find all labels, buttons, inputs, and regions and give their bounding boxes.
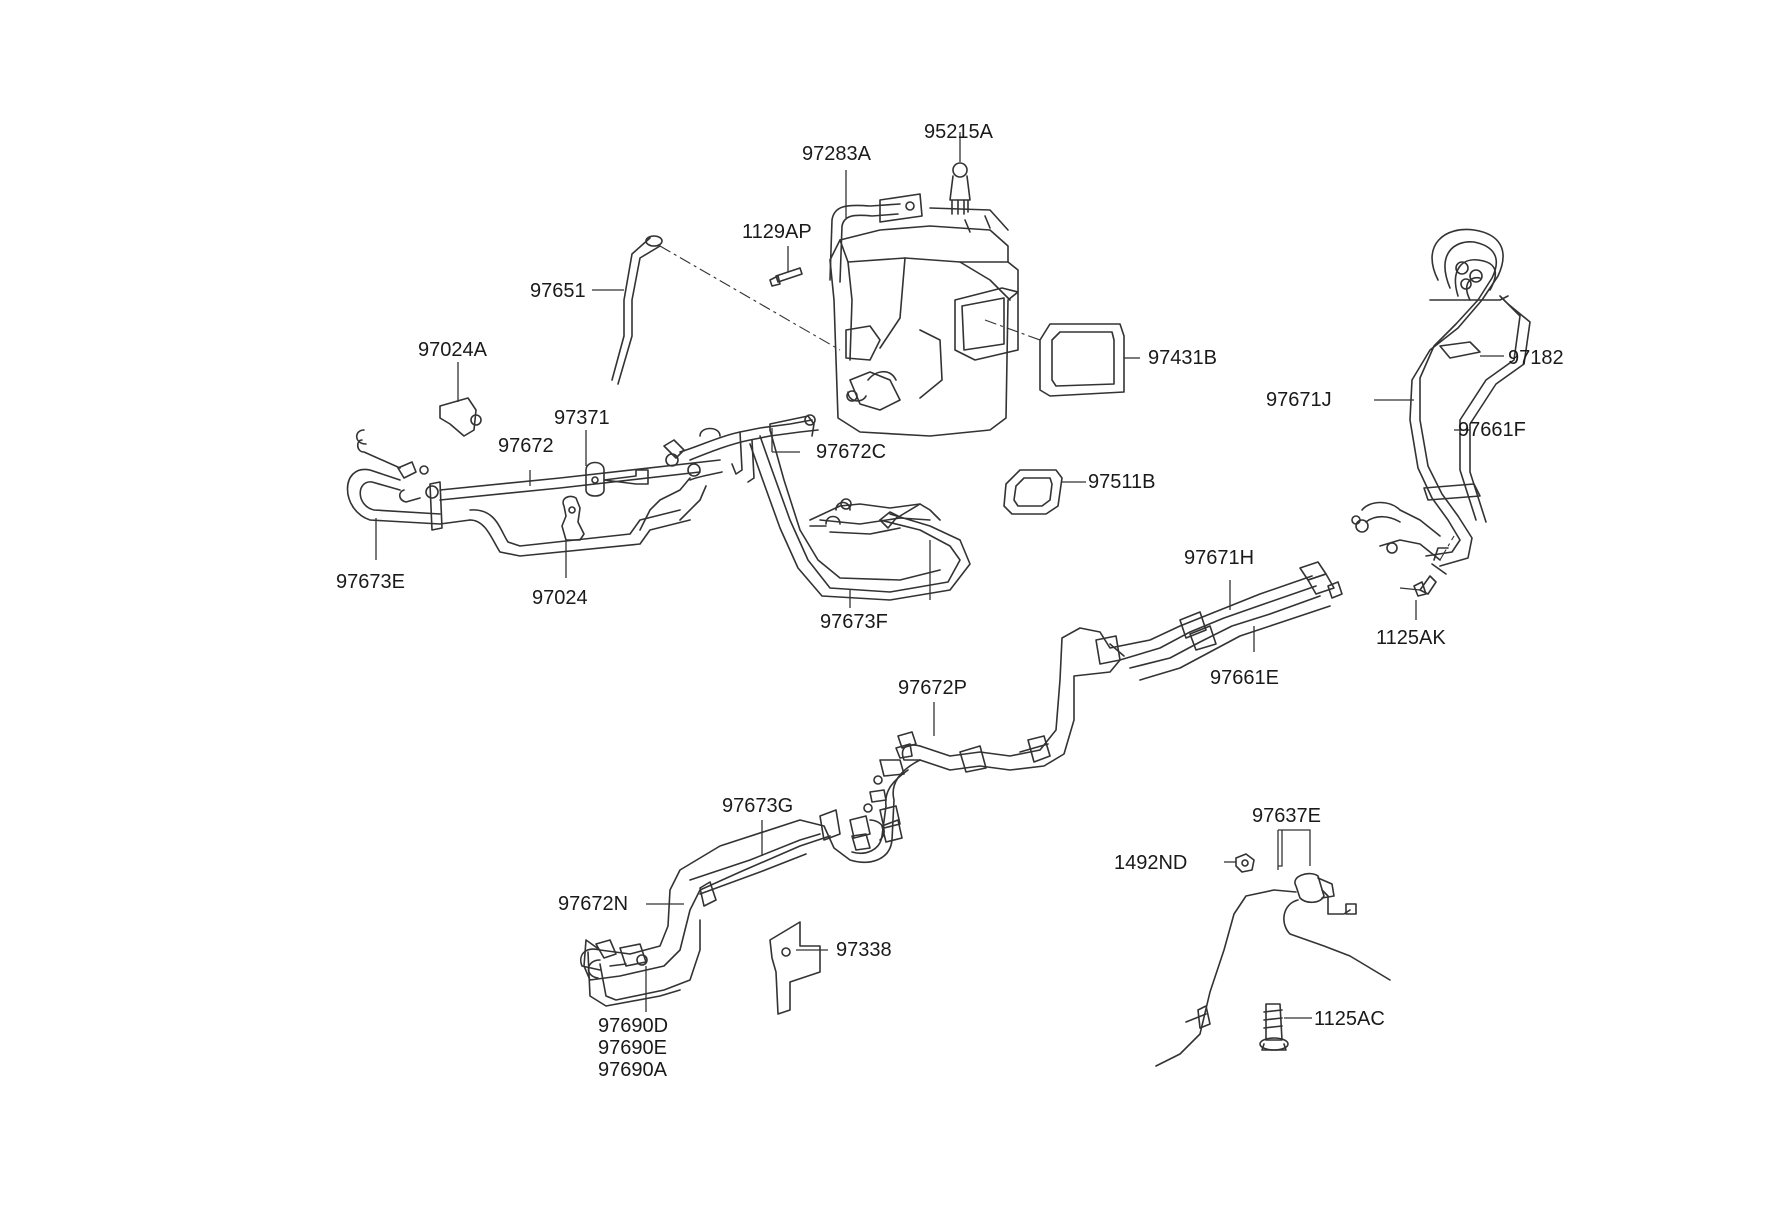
label-97673E[interactable]: 97673E bbox=[336, 571, 405, 593]
tubes-97672C-97673F bbox=[679, 414, 971, 601]
mid-tubes bbox=[863, 561, 1343, 841]
seal-97511B bbox=[1003, 469, 1063, 515]
label-1492ND[interactable]: 1492ND bbox=[1114, 852, 1187, 874]
label-97672[interactable]: 97672 bbox=[498, 435, 554, 457]
label-97690E[interactable]: 97690E bbox=[598, 1037, 667, 1059]
label-97672P[interactable]: 97672P bbox=[898, 677, 967, 699]
label-97661F[interactable]: 97661F bbox=[1458, 419, 1526, 441]
label-1129AP[interactable]: 1129AP bbox=[742, 221, 812, 243]
rear-heater-unit bbox=[829, 193, 1019, 437]
nut-1492ND bbox=[1235, 853, 1255, 873]
bracket-97338 bbox=[769, 921, 821, 1015]
sensor-97637E bbox=[1155, 872, 1391, 1067]
label-97338[interactable]: 97338 bbox=[836, 939, 892, 961]
label-97673G[interactable]: 97673G bbox=[722, 795, 793, 817]
label-1125AC[interactable]: 1125AC bbox=[1314, 1008, 1385, 1030]
drain-hose-97651 bbox=[611, 235, 841, 385]
label-97672N[interactable]: 97672N bbox=[558, 893, 628, 915]
label-97690A[interactable]: 97690A bbox=[598, 1059, 668, 1081]
label-97024[interactable]: 97024 bbox=[532, 587, 588, 609]
front-tubes-97672 bbox=[346, 397, 721, 557]
label-97182[interactable]: 97182 bbox=[1508, 347, 1564, 369]
label-97673F[interactable]: 97673F bbox=[820, 611, 888, 633]
pipe-97283A bbox=[829, 203, 901, 283]
label-95215A[interactable]: 95215A bbox=[924, 121, 994, 143]
lower-tubes bbox=[580, 759, 921, 1007]
label-97637E[interactable]: 97637E bbox=[1252, 805, 1321, 827]
part-labels: 97283A 95215A 1129AP 97651 97024A 97371 … bbox=[336, 121, 1564, 1081]
gasket-97431B bbox=[984, 319, 1125, 397]
label-97661E[interactable]: 97661E bbox=[1210, 667, 1279, 689]
label-97283A[interactable]: 97283A bbox=[802, 143, 872, 165]
label-97651[interactable]: 97651 bbox=[530, 280, 586, 302]
leader-lines bbox=[375, 132, 1504, 1019]
bolt-1129AP bbox=[769, 267, 803, 287]
label-1125AK[interactable]: 1125AK bbox=[1376, 627, 1446, 649]
label-97690D[interactable]: 97690D bbox=[598, 1015, 668, 1037]
label-97671H[interactable]: 97671H bbox=[1184, 547, 1254, 569]
valve-95215A bbox=[949, 162, 971, 215]
label-97371[interactable]: 97371 bbox=[554, 407, 610, 429]
label-97024A[interactable]: 97024A bbox=[418, 339, 488, 361]
label-97672C[interactable]: 97672C bbox=[816, 441, 886, 463]
label-97671J[interactable]: 97671J bbox=[1266, 389, 1332, 411]
label-97511B[interactable]: 97511B bbox=[1088, 471, 1155, 493]
label-97431B[interactable]: 97431B bbox=[1148, 347, 1217, 369]
coil-97671J-97661F bbox=[1351, 228, 1531, 597]
bolt-1125AC bbox=[1259, 1003, 1289, 1051]
